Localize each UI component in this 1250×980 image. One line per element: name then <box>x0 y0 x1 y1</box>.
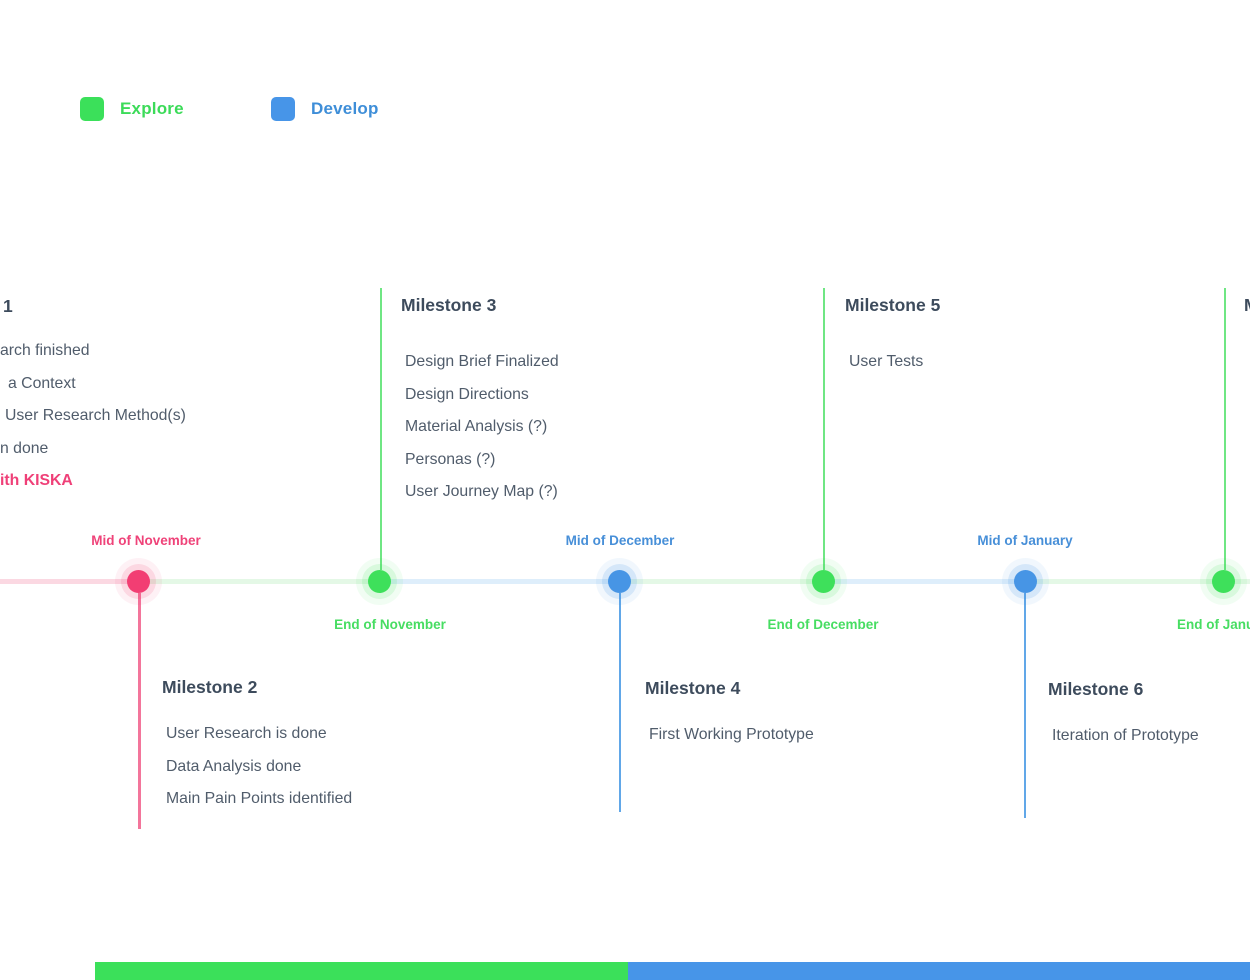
milestone-item: n done <box>0 440 49 457</box>
timeline-dot-end-december <box>812 570 835 593</box>
connector-line-milestone-7 <box>1224 288 1226 570</box>
milestone-title: Milestone 5 <box>845 295 941 315</box>
legend-item-develop: Develop <box>271 97 379 121</box>
milestone-title: Milestone 4 <box>645 678 741 698</box>
explore-swatch-icon <box>80 97 104 121</box>
connector-line-milestone-2 <box>138 593 141 829</box>
connector-line-milestone-5 <box>823 288 825 570</box>
milestone-item: User Research is done <box>166 725 327 742</box>
timeline-track-segment-green-1 <box>139 579 379 584</box>
milestone-7: M <box>1244 295 1250 346</box>
milestone-item: a Context <box>8 375 76 392</box>
milestone-6: Milestone 6 Iteration of Prototype <box>1048 679 1199 753</box>
timeline-dot-end-november <box>368 570 391 593</box>
date-label-end-of-december: End of December <box>767 617 879 632</box>
legend-item-explore: Explore <box>80 97 184 121</box>
connector-line-milestone-3 <box>380 288 382 570</box>
milestone-title: 1 <box>3 296 13 316</box>
phase-bar-develop <box>628 962 1250 980</box>
milestone-item: Design Directions <box>405 385 529 403</box>
milestone-item: Material Analysis (?) <box>405 418 548 435</box>
date-label-end-of-november: End of November <box>334 617 446 632</box>
milestone-5: Milestone 5 User Tests <box>845 295 940 379</box>
timeline-track-segment-pink <box>0 579 139 584</box>
timeline-track-segment-green-3 <box>1025 579 1250 584</box>
timeline-dot-mid-december <box>608 570 631 593</box>
phase-bar-explore <box>95 962 628 980</box>
milestone-item: Main Pain Points identified <box>166 790 353 807</box>
date-label-end-of-january: End of Janu <box>1177 617 1250 632</box>
legend-label-develop: Develop <box>311 99 379 118</box>
milestone-item: User Research Method(s) <box>5 407 186 424</box>
connector-line-milestone-6 <box>1024 593 1026 818</box>
timeline-track-segment-blue-2 <box>823 579 1025 584</box>
milestone-4: Milestone 4 First Working Prototype <box>645 678 814 752</box>
date-label-mid-of-december: Mid of December <box>565 533 675 548</box>
date-label-mid-of-january: Mid of January <box>977 533 1073 548</box>
milestone-title: Milestone 2 <box>162 677 258 697</box>
date-label-mid-of-november: Mid of November <box>91 533 201 548</box>
timeline-dot-mid-november <box>127 570 150 593</box>
milestone-item: First Working Prototype <box>649 726 814 743</box>
milestone-item: arch finished <box>0 342 90 359</box>
milestone-3: Milestone 3 Design Brief Finalized Desig… <box>401 295 559 509</box>
milestone-item: Personas (?) <box>405 450 496 468</box>
milestone-title: M <box>1244 295 1250 315</box>
connector-line-milestone-4 <box>619 593 621 812</box>
milestone-item: User Tests <box>849 353 924 370</box>
timeline-dot-mid-january <box>1014 570 1037 593</box>
develop-swatch-icon <box>271 97 295 121</box>
milestone-2: Milestone 2 User Research is done Data A… <box>162 677 352 816</box>
milestone-title: Milestone 6 <box>1048 679 1144 699</box>
milestone-1: 1 arch finished a Context User Research … <box>0 296 220 506</box>
milestone-item: User Journey Map (?) <box>405 483 558 500</box>
milestone-item: Iteration of Prototype <box>1052 727 1199 744</box>
milestone-item: Design Brief Finalized <box>405 353 559 370</box>
timeline-track-segment-blue-1 <box>379 579 620 584</box>
legend-label-explore: Explore <box>120 99 184 118</box>
milestone-item: Data Analysis done <box>166 757 302 775</box>
milestone-title: Milestone 3 <box>401 295 497 315</box>
timeline-dot-end-january <box>1212 570 1235 593</box>
milestone-item-highlighted: ith KISKA <box>0 472 73 489</box>
timeline-track-segment-green-2 <box>620 579 823 584</box>
